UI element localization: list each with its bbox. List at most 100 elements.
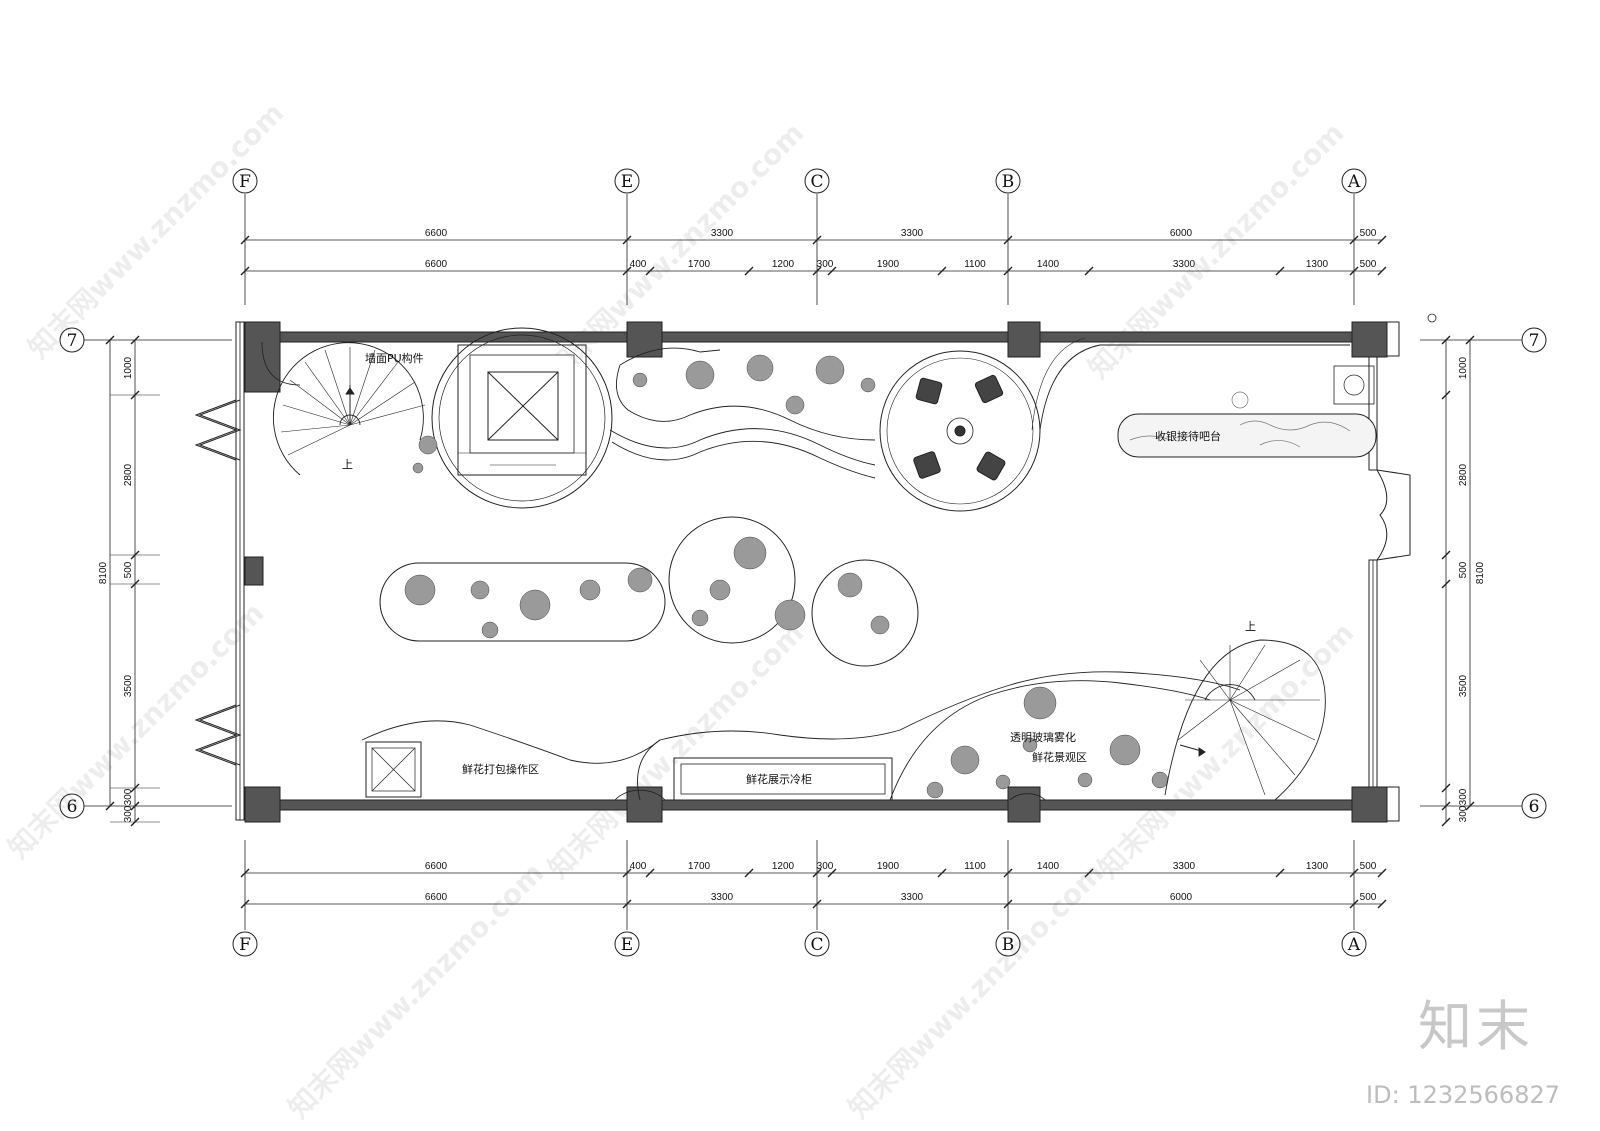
watermark: 知末网www.znzmo.com	[542, 616, 811, 885]
flower-view-label: 鲜花景观区	[1032, 750, 1087, 764]
dim-label: 6600	[425, 861, 448, 872]
dim-label: 2800	[1458, 463, 1469, 486]
dim-label: 3300	[711, 892, 734, 903]
axis-label-6: 6	[67, 797, 78, 817]
elevator-shaft	[431, 327, 613, 509]
dim-label: 1400	[1037, 861, 1060, 872]
dim-label: 1900	[877, 861, 900, 872]
right-door	[1376, 469, 1411, 561]
dim-label: 500	[1458, 561, 1469, 578]
left-dimension-labels: 1000 2800 500 3500 300 300 8100	[98, 356, 134, 822]
dim-label: 500	[1360, 861, 1377, 872]
dim-label: 1100	[964, 259, 986, 270]
axis-label-f-bottom: F	[239, 935, 251, 955]
left-dimension-lines	[105, 335, 160, 827]
dim-label: 6000	[1170, 892, 1193, 903]
top-axis-bubbles: F E C B A	[232, 168, 1367, 194]
axis-label-a-bottom: A	[1347, 935, 1361, 955]
axis-label-7-right: 7	[1529, 331, 1540, 351]
axis-lines	[244, 194, 1355, 930]
axis-label-c: C	[810, 172, 823, 192]
axis-label-b-bottom: B	[1002, 935, 1015, 955]
dim-label: 6600	[425, 228, 448, 239]
cashier-label: 收银接待吧台	[1155, 429, 1221, 443]
axis-label-e: E	[621, 172, 633, 192]
dim-label: 6000	[1170, 228, 1193, 239]
dim-label: 3300	[1173, 861, 1196, 872]
bottom-dimension-lines	[240, 868, 1387, 909]
dim-label: 6600	[425, 259, 448, 270]
lower-feature-curves	[361, 671, 1241, 801]
stair-up-right-label: 上	[1245, 620, 1256, 633]
dim-label: 1400	[1037, 259, 1060, 270]
watermark: 知末网www.znzmo.com	[282, 856, 551, 1125]
plant-clusters	[404, 354, 1169, 799]
bottom-dimension-labels: 6600 400 1700 1200 300 1900 1100 1400 33…	[425, 861, 1377, 903]
watermark-group: 知末网www.znzmo.com 知末网www.znzmo.com 知末网www…	[2, 96, 1361, 1125]
watermark: 知末网www.znzmo.com	[842, 856, 1111, 1125]
walls	[235, 313, 1437, 823]
right-dimension-lines	[1441, 335, 1475, 827]
display-cooler-label: 鲜花展示冷柜	[746, 772, 812, 786]
dim-label: 1700	[688, 861, 711, 872]
dim-total: 8100	[98, 561, 109, 584]
dim-label: 1100	[964, 861, 986, 872]
dim-total: 8100	[1475, 561, 1486, 584]
dim-label: 500	[1360, 259, 1377, 270]
dim-label: 300	[123, 788, 134, 805]
axis-label-c-bottom: C	[810, 935, 823, 955]
axis-label-f: F	[239, 172, 251, 192]
top-dimension-labels: 6600 3300 3300 6000 500 6600 400 1700 12…	[425, 228, 1377, 270]
dim-label: 3300	[711, 228, 734, 239]
top-dimension-lines	[240, 235, 1387, 276]
long-planter	[379, 516, 919, 667]
glass-frost-label: 透明玻璃雾化	[1010, 730, 1076, 744]
dim-label: 1200	[772, 259, 795, 270]
stair-up-left-label: 上	[342, 458, 353, 471]
dim-label: 500	[123, 561, 134, 578]
watermark: 知末网www.znzmo.com	[2, 596, 271, 865]
spiral-stair-right	[1164, 639, 1326, 801]
dim-label: 3300	[901, 892, 924, 903]
axis-label-a: A	[1347, 172, 1361, 192]
dim-label: 6600	[425, 892, 448, 903]
dim-label: 1300	[1306, 861, 1329, 872]
dim-label: 3500	[123, 674, 134, 697]
dim-label: 300	[817, 259, 834, 270]
right-dimension-labels: 1000 2800 500 3500 300 300 8100	[1458, 356, 1486, 822]
packing-label: 鲜花打包操作区	[462, 762, 539, 776]
dim-label: 1000	[1458, 356, 1469, 379]
side-axis-bubbles: 7 6 7 6	[59, 327, 1547, 819]
dim-label: 400	[630, 259, 647, 270]
dim-label: 300	[123, 805, 134, 822]
dim-label: 3300	[1173, 259, 1196, 270]
dim-label: 1300	[1306, 259, 1329, 270]
dim-label: 300	[817, 861, 834, 872]
axis-label-6-right: 6	[1529, 797, 1540, 817]
wall-pu-label: 墙面PU构件	[365, 351, 424, 365]
dim-label: 1200	[772, 861, 795, 872]
dim-label: 3300	[901, 228, 924, 239]
dim-label: 300	[1458, 788, 1469, 805]
bottom-axis-bubbles: F E C B A	[232, 931, 1367, 957]
axis-label-e-bottom: E	[621, 935, 633, 955]
dim-label: 3500	[1458, 674, 1469, 697]
dim-label: 1900	[877, 259, 900, 270]
dim-label: 300	[1458, 805, 1469, 822]
axis-label-b: B	[1002, 172, 1015, 192]
dim-label: 1700	[688, 259, 711, 270]
cashier-counter	[1117, 365, 1377, 458]
display-cooler	[673, 757, 893, 801]
wavy-planter-top	[609, 347, 876, 479]
brand-logo: 知末	[1418, 995, 1534, 1058]
dim-label: 2800	[123, 463, 134, 486]
spiral-stair-left	[261, 341, 426, 476]
brand-id: ID: 1232566827	[1366, 1081, 1560, 1109]
packing-area	[365, 741, 422, 798]
left-windows	[194, 399, 242, 766]
dim-label: 500	[1360, 892, 1377, 903]
dim-label: 400	[630, 861, 647, 872]
axis-label-7: 7	[67, 331, 78, 351]
round-table-area	[879, 337, 1350, 512]
